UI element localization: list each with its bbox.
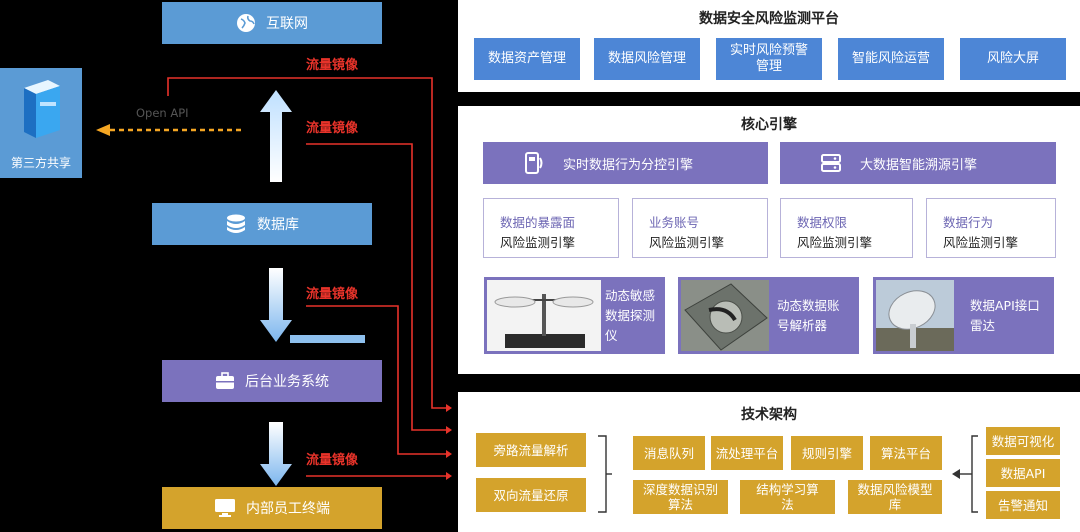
monitor-icon <box>214 498 236 518</box>
api-radar-line2: 雷达 <box>970 317 996 333</box>
blue-stub <box>290 335 365 343</box>
card-subtitle: 风险监测引擎 <box>797 235 873 250</box>
backend-label: 后台业务系统 <box>245 374 329 390</box>
sensitive-detector-line1: 动态敏感 <box>605 287 656 303</box>
database-label: 数据库 <box>257 217 299 233</box>
internet-label: 互联网 <box>266 16 308 32</box>
message-queue-box: 消息队列 <box>633 436 705 470</box>
account-parser-card: 动态数据账 号解析器 <box>678 277 859 354</box>
compass-image <box>681 280 769 351</box>
api-radar-line1: 数据API接口 <box>970 297 1040 313</box>
engine-card-account: 业务账号 风险监测引擎 <box>632 198 768 258</box>
down-arrow-1 <box>260 268 292 342</box>
deep-recognition-box: 深度数据识别 算法 <box>633 480 728 514</box>
left-bracket <box>598 435 612 513</box>
asset-mgmt-button[interactable]: 数据资产管理 <box>474 38 580 80</box>
algorithm-platform-box: 算法平台 <box>870 436 942 470</box>
smart-ops-button[interactable]: 智能风险运营 <box>838 38 944 80</box>
mirror-lines <box>167 77 452 480</box>
realtime-alert-button[interactable]: 实时风险预警 管理 <box>716 38 822 80</box>
risk-screen-label: 风险大屏 <box>986 51 1039 66</box>
account-parser-line1: 动态数据账 <box>777 297 840 313</box>
engine-panel: 核心引擎 实时数据行为分控引擎 大数据智能溯源引擎 数据的暴露面 风险监测引擎 … <box>458 106 1080 374</box>
sensitive-detector-line3: 仪 <box>605 327 618 343</box>
rule-engine-box: 规则引擎 <box>791 436 863 470</box>
engine-title: 核心引擎 <box>741 117 797 133</box>
visualization-box: 数据可视化 <box>986 427 1060 455</box>
card-title: 数据权限 <box>797 215 848 230</box>
bidirectional-restore-box: 双向流量还原 <box>476 478 586 512</box>
tech-panel: 技术架构 旁路流量解析 双向流量还原 消息队列 流处理平台 规则引擎 算法平台 … <box>458 392 1080 532</box>
mirror-label-4: 流量镜像 <box>306 453 359 468</box>
database-node: 数据库 <box>152 203 372 245</box>
mirror-label-3: 流量镜像 <box>306 287 359 302</box>
server-rack-icon <box>820 152 842 174</box>
realtime-engine-label: 实时数据行为分控引擎 <box>563 157 694 173</box>
card-subtitle: 风险监测引擎 <box>943 235 1019 250</box>
risk-screen-button[interactable]: 风险大屏 <box>960 38 1066 80</box>
card-subtitle: 风险监测引擎 <box>500 235 576 250</box>
down-arrow-2 <box>260 422 292 486</box>
card-subtitle: 风险监测引擎 <box>649 235 725 250</box>
open-api-arrow <box>96 124 244 136</box>
smart-ops-label: 智能风险运营 <box>851 51 930 66</box>
terminal-node: 内部员工终端 <box>162 487 382 529</box>
data-api-box: 数据API <box>986 459 1060 487</box>
open-api-label: Open API <box>136 106 189 120</box>
structure-learning-box: 结构学习算 法 <box>740 480 835 514</box>
realtime-engine-bar: 实时数据行为分控引擎 <box>483 142 768 184</box>
deep-recognition-label: 深度数据识别 算法 <box>642 482 718 512</box>
alert-notify-box: 告警通知 <box>986 491 1060 519</box>
api-radar-card: 数据API接口 雷达 <box>873 277 1054 354</box>
bypass-parse-box: 旁路流量解析 <box>476 433 586 467</box>
server-icon <box>18 78 64 140</box>
tech-title: 技术架构 <box>741 407 797 423</box>
up-arrow <box>260 90 292 182</box>
engine-card-behavior: 数据行为 风险监测引擎 <box>926 198 1056 258</box>
risk-model-box: 数据风险模型 库 <box>848 480 942 514</box>
mirror-label-2: 流量镜像 <box>306 121 359 136</box>
database-icon <box>225 213 247 235</box>
engine-card-permission: 数据权限 风险监测引擎 <box>780 198 913 258</box>
globe-icon <box>236 13 256 33</box>
sensitive-detector-line2: 数据探测 <box>605 307 656 323</box>
card-title: 数据行为 <box>943 215 994 230</box>
mirror-label-1: 流量镜像 <box>306 58 359 73</box>
engine-card-exposure: 数据的暴露面 风险监测引擎 <box>483 198 619 258</box>
risk-mgmt-button[interactable]: 数据风险管理 <box>594 38 700 80</box>
right-arrow <box>952 435 978 513</box>
structure-learning-label: 结构学习算 法 <box>756 482 819 512</box>
radar-dish-image <box>876 280 954 351</box>
trace-engine-label: 大数据智能溯源引擎 <box>860 157 978 173</box>
phone-icon <box>523 151 545 175</box>
platform-panel: 数据安全风险监测平台 数据资产管理 数据风险管理 实时风险预警 管理 智能风险运… <box>458 0 1080 92</box>
card-title: 业务账号 <box>649 215 700 230</box>
third-party-label: 第三方共享 <box>10 156 71 170</box>
sensitive-detector-card: 动态敏感 数据探测 仪 <box>484 277 665 354</box>
realtime-alert-label: 实时风险预警 管理 <box>729 43 808 74</box>
backend-node: 后台业务系统 <box>162 360 382 402</box>
internet-node: 互联网 <box>162 2 382 44</box>
scale-image <box>487 280 601 351</box>
risk-mgmt-label: 数据风险管理 <box>607 51 686 66</box>
platform-title: 数据安全风险监测平台 <box>699 11 839 27</box>
briefcase-icon <box>215 372 235 390</box>
risk-model-label: 数据风险模型 库 <box>857 482 933 512</box>
third-party-node: 第三方共享 <box>0 68 82 178</box>
account-parser-line2: 号解析器 <box>777 317 828 333</box>
card-title: 数据的暴露面 <box>500 215 576 230</box>
terminal-label: 内部员工终端 <box>246 501 330 517</box>
trace-engine-bar: 大数据智能溯源引擎 <box>780 142 1056 184</box>
stream-platform-box: 流处理平台 <box>711 436 783 470</box>
